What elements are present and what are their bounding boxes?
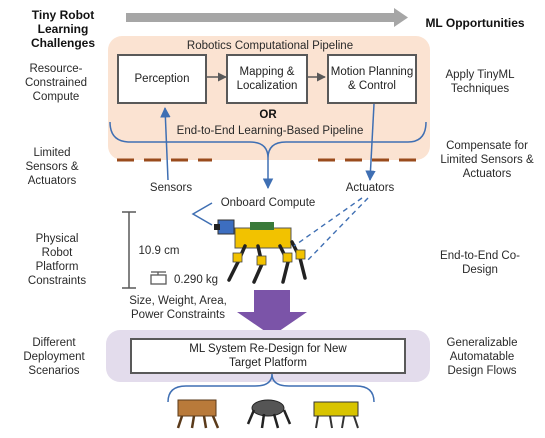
challenges-heading: Tiny Robot Learning Challenges [30, 8, 96, 50]
height-scale [122, 211, 136, 289]
robot-image [214, 219, 307, 284]
weight-label: 0.290 kg [173, 274, 219, 286]
deployment-robot-2-image [246, 399, 292, 429]
end-to-end-pipeline-label: End-to-End Learning-Based Pipeline [176, 125, 364, 137]
opportunity-codesign: End-to-End Co-Design [440, 250, 520, 276]
challenge-compute: Resource-Constrained Compute [24, 63, 87, 103]
onboard-compute-label: Onboard Compute [220, 197, 316, 209]
sensor-cone-icon [191, 202, 213, 226]
sensors-arrow [160, 106, 171, 181]
challenge-platform: Physical Robot Platform Constraints [27, 233, 87, 287]
or-label: OR [259, 109, 277, 121]
height-label: 10.9 cm [138, 245, 180, 257]
sensors-label: Sensors [149, 182, 193, 194]
planning-stage: Motion Planning & Control [327, 54, 417, 104]
perception-label: Perception [134, 73, 190, 85]
redesign-arrow [237, 290, 307, 336]
opportunities-heading: ML Opportunities [425, 16, 525, 30]
perception-stage: Perception [117, 54, 207, 104]
deployment-brace [167, 373, 375, 403]
challenge-sensors: Limited Sensors & Actuators [25, 147, 79, 187]
mapping-label: Mapping & Localization [236, 66, 298, 92]
actuator-links [293, 197, 369, 263]
planning-label: Motion Planning & Control [330, 66, 414, 92]
actuators-label: Actuators [345, 182, 395, 194]
swap-constraints-label: Size, Weight, Area, Power Constraints [129, 295, 227, 321]
pipeline-title: Robotics Computational Pipeline [186, 40, 354, 52]
opportunity-tinyml: Apply TinyML Techniques [445, 69, 515, 95]
mapping-stage: Mapping & Localization [226, 54, 308, 104]
challenge-deployment: Different Deployment Scenarios [23, 337, 85, 377]
redesign-box: ML System Re-Design for New Target Platf… [130, 338, 406, 374]
actuators-arrow [365, 103, 376, 182]
weight-scale-icon [150, 271, 167, 285]
redesign-label: ML System Re-Design for New Target Platf… [189, 343, 347, 369]
deployment-robot-1-image [176, 399, 220, 429]
opportunity-compensate: Compensate for Limited Sensors & Actuato… [440, 140, 534, 180]
deployment-robot-3-image [313, 401, 359, 429]
header-progress-arrow [126, 8, 408, 27]
opportunity-design-flows: Generalizable Automatable Design Flows [446, 337, 518, 377]
